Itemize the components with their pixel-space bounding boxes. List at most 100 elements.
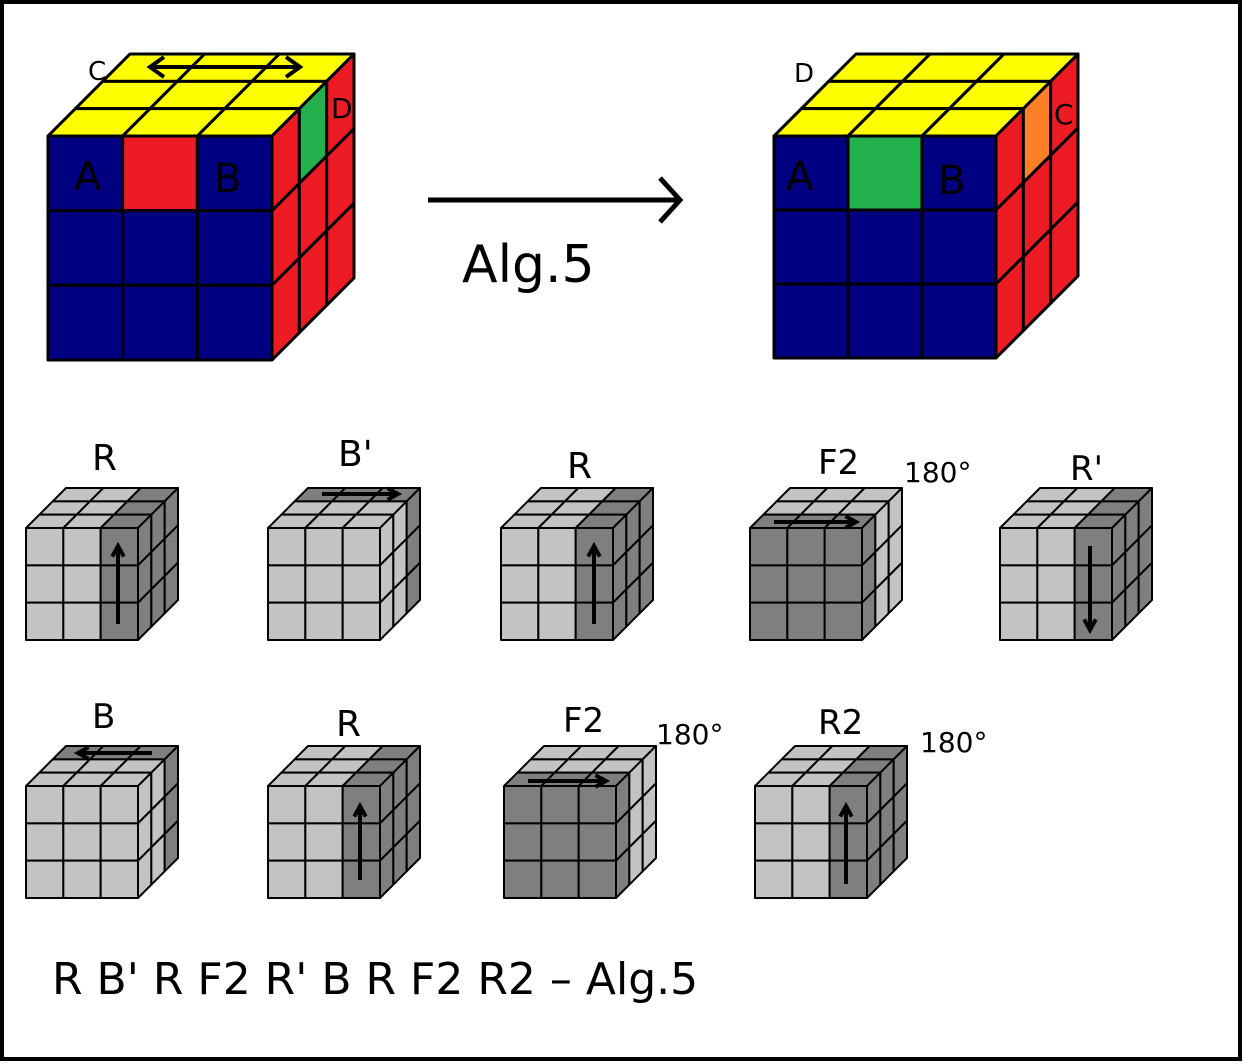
right-sticker: [325, 201, 356, 307]
front-sticker: [540, 822, 580, 862]
front-sticker: [267, 822, 307, 862]
step-note-9: 180°: [920, 726, 987, 759]
step-cube-1: [25, 487, 179, 641]
front-sticker: [121, 209, 199, 287]
front-sticker: [341, 527, 381, 567]
right-sticker: [163, 819, 179, 873]
front-sticker: [846, 208, 924, 286]
front-sticker: [540, 785, 580, 825]
front-sticker: [304, 564, 344, 604]
front-sticker: [577, 822, 617, 862]
front-sticker: [1073, 527, 1113, 567]
step-label-3: R: [567, 446, 592, 487]
front-sticker: [999, 601, 1039, 641]
front-sticker: [754, 859, 794, 899]
right-sticker: [892, 819, 908, 873]
front-sticker: [62, 527, 102, 567]
front-sticker: [304, 527, 344, 567]
front-sticker: [786, 564, 826, 604]
front-sticker: [25, 822, 65, 862]
step-label-5: R': [1070, 449, 1103, 489]
front-sticker: [1073, 564, 1113, 604]
front-sticker: [537, 527, 577, 567]
label-a-after: A: [786, 154, 814, 200]
step-cube-7: [267, 745, 421, 899]
right-sticker: [1049, 200, 1080, 305]
front-sticker: [920, 208, 998, 286]
front-sticker: [828, 822, 868, 862]
front-sticker: [62, 785, 102, 825]
front-sticker: [121, 283, 199, 362]
front-sticker: [500, 527, 540, 567]
cube-before: [46, 52, 356, 362]
step-label-7: R: [336, 704, 361, 745]
front-sticker: [823, 564, 863, 604]
front-sticker: [749, 527, 789, 567]
front-sticker: [823, 527, 863, 567]
front-sticker: [500, 601, 540, 641]
front-sticker: [537, 601, 577, 641]
front-sticker: [846, 134, 924, 212]
arrow-up-icon: [110, 541, 126, 624]
step-label-9: R2: [818, 703, 863, 743]
label-c-after: C: [1054, 98, 1074, 131]
front-sticker: [503, 822, 543, 862]
front-sticker: [500, 564, 540, 604]
front-sticker: [341, 601, 381, 641]
front-sticker: [121, 134, 199, 213]
front-sticker: [503, 859, 543, 899]
label-b-after: B: [938, 158, 965, 204]
front-sticker: [537, 564, 577, 604]
front-sticker: [577, 785, 617, 825]
cube-after: [772, 52, 1080, 360]
arrow-right-icon: [774, 514, 861, 530]
front-sticker: [25, 527, 65, 567]
front-sticker: [999, 564, 1039, 604]
front-sticker: [749, 564, 789, 604]
step-cube-9: [754, 745, 908, 899]
front-sticker: [25, 785, 65, 825]
front-sticker: [99, 822, 139, 862]
arrow-up-icon: [352, 801, 368, 880]
front-sticker: [772, 282, 850, 360]
arrow-right-icon: [428, 176, 684, 224]
front-sticker: [267, 601, 307, 641]
front-sticker: [540, 859, 580, 899]
step-cube-6: [25, 745, 179, 899]
front-sticker: [25, 564, 65, 604]
front-sticker: [920, 282, 998, 360]
front-sticker: [786, 527, 826, 567]
front-sticker: [999, 527, 1039, 567]
front-sticker: [503, 785, 543, 825]
front-sticker: [46, 209, 125, 287]
arrow-down-icon: [1082, 546, 1098, 635]
front-sticker: [791, 859, 831, 899]
step-note-8: 180°: [656, 718, 723, 751]
step-cube-3: [500, 487, 654, 641]
step-cube-5: [999, 487, 1153, 641]
front-sticker: [304, 822, 344, 862]
label-a-before: A: [74, 154, 102, 200]
front-sticker: [823, 601, 863, 641]
front-sticker: [772, 208, 850, 286]
front-sticker: [304, 785, 344, 825]
step-label-8: F2: [563, 701, 604, 741]
right-sticker: [1137, 561, 1153, 615]
label-d-before: D: [331, 92, 353, 125]
front-sticker: [267, 564, 307, 604]
front-sticker: [195, 283, 274, 362]
arrow-up-icon: [586, 541, 602, 624]
front-sticker: [828, 859, 868, 899]
right-sticker: [638, 561, 654, 615]
step-label-6: B: [92, 697, 115, 737]
front-sticker: [99, 859, 139, 899]
step-cube-8: [503, 745, 657, 899]
front-sticker: [846, 282, 924, 360]
step-label-2: B': [338, 434, 373, 475]
front-sticker: [267, 527, 307, 567]
front-sticker: [1036, 527, 1076, 567]
step-label-4: F2: [818, 443, 859, 483]
front-sticker: [46, 283, 125, 362]
front-sticker: [62, 822, 102, 862]
